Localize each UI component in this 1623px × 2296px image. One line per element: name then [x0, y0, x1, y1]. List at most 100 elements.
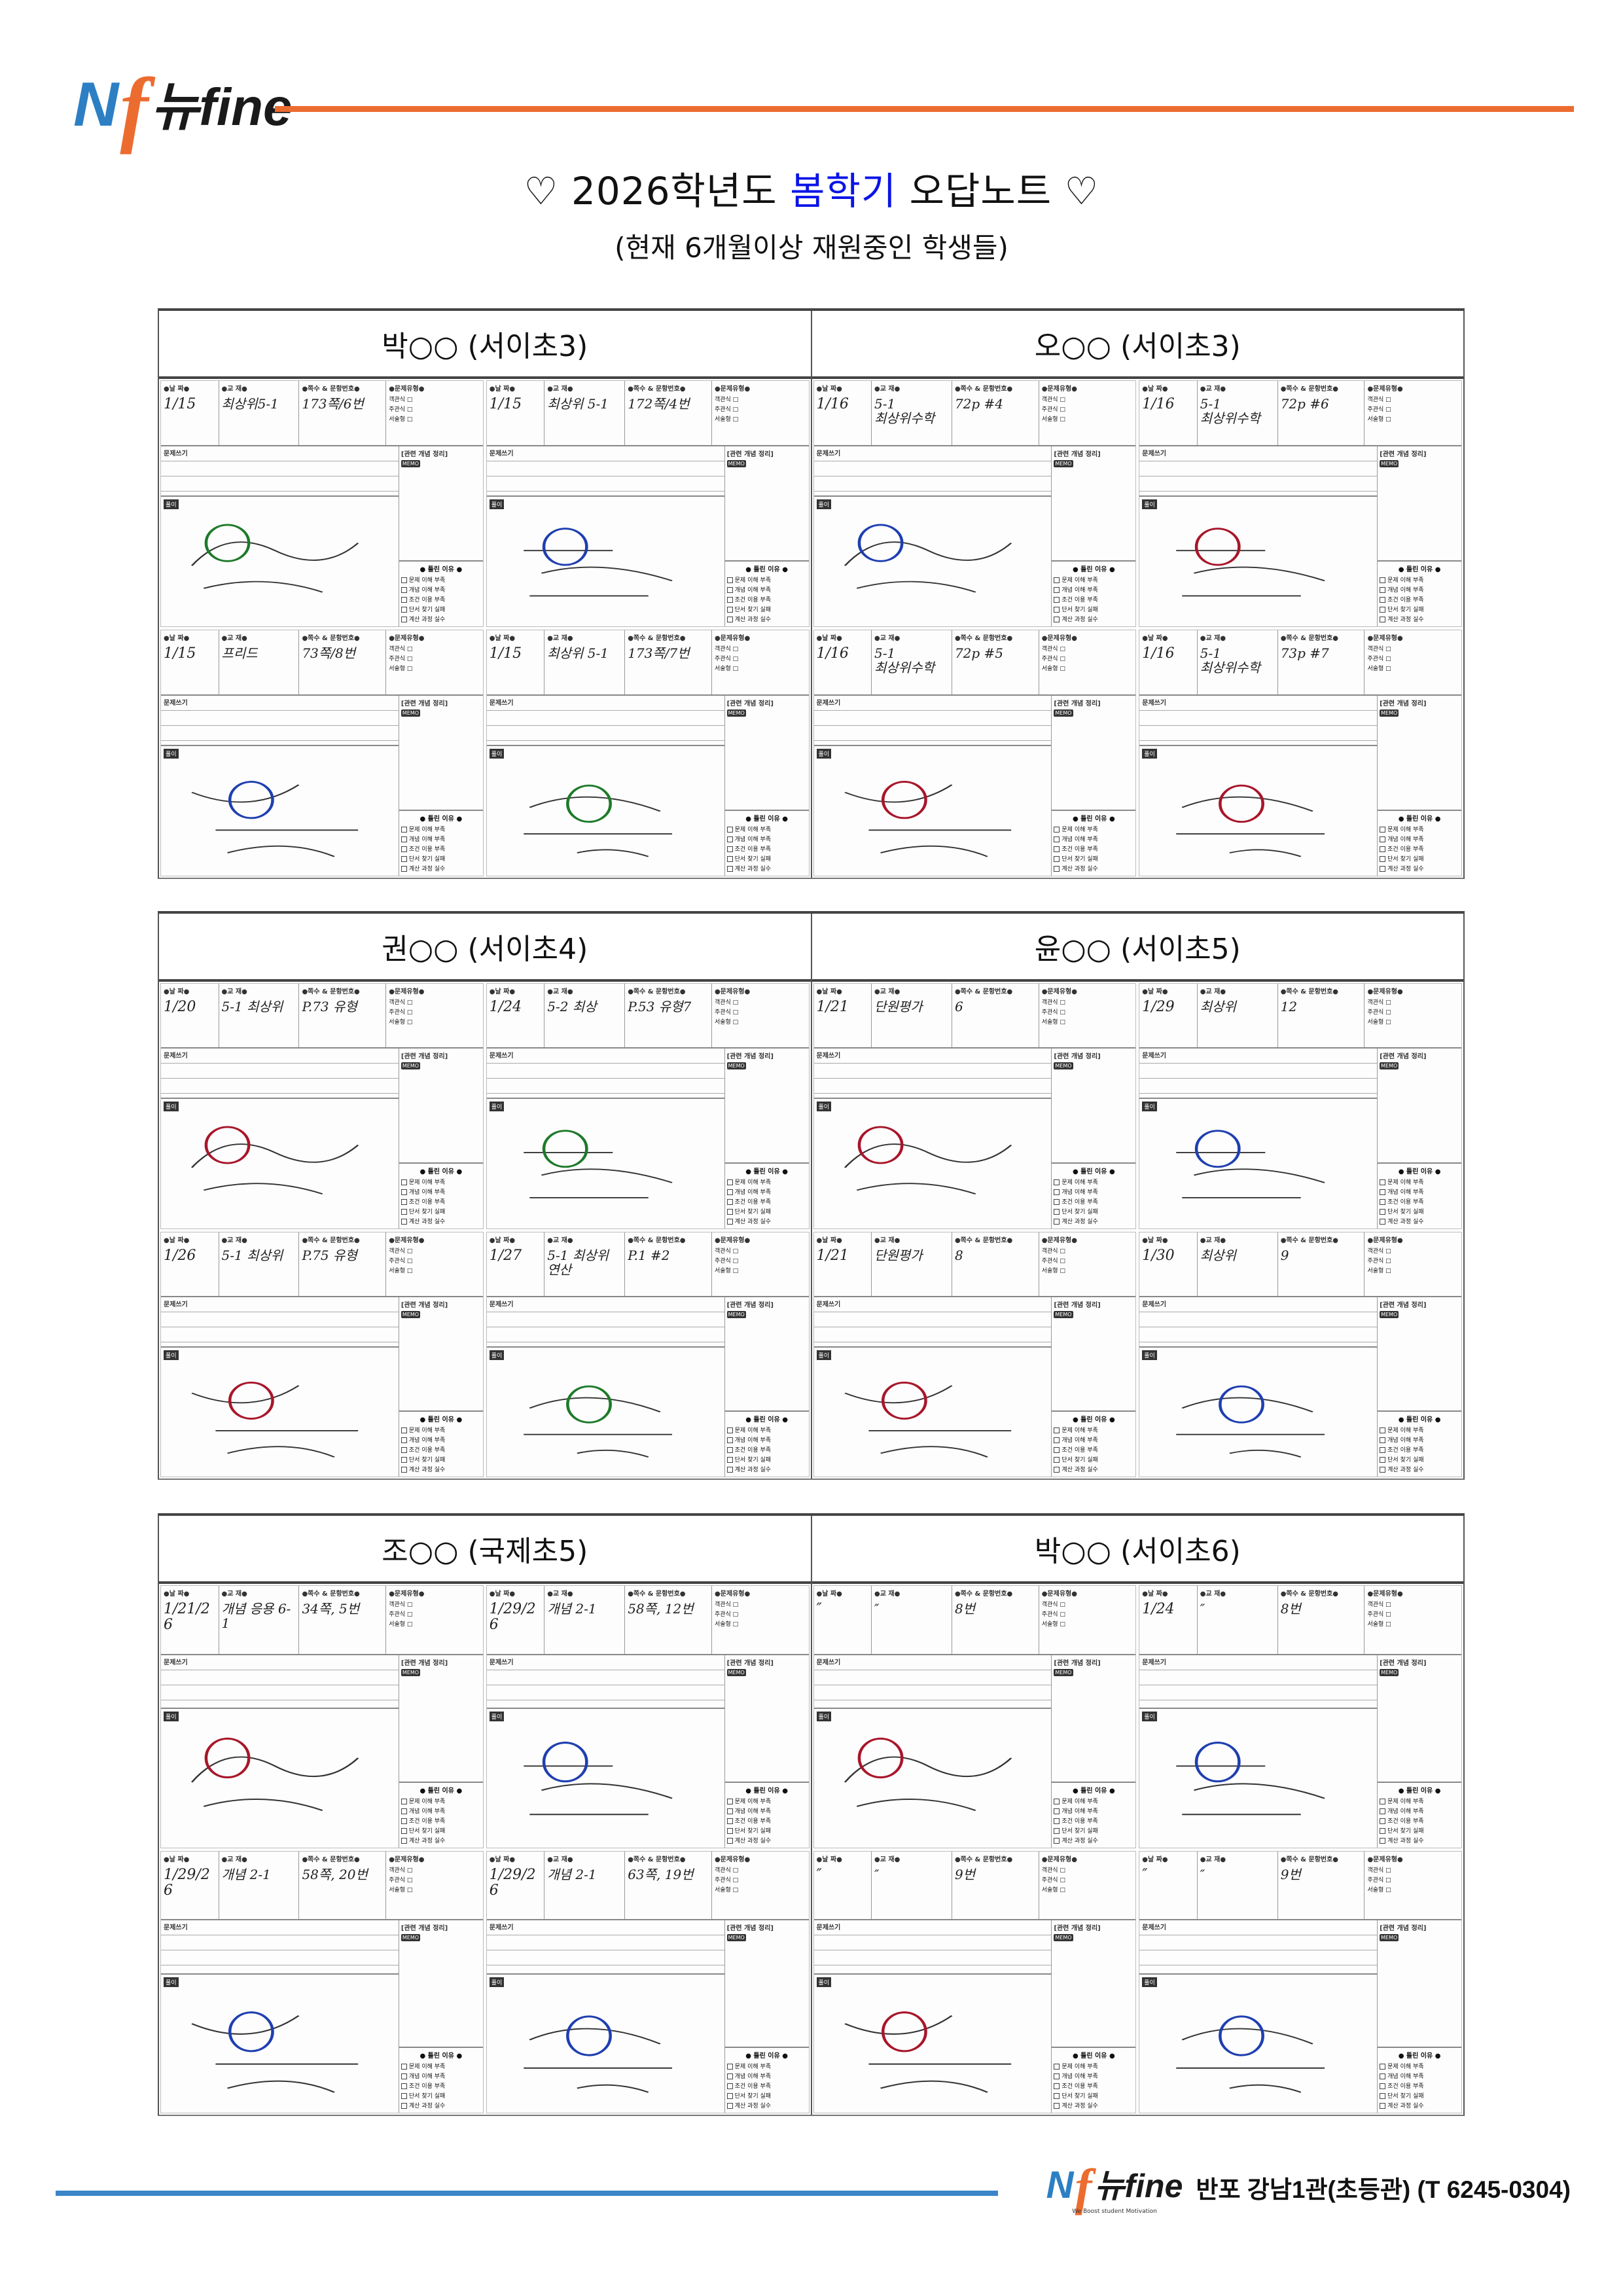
sheet-book: 5-1 최상위 — [221, 999, 283, 1014]
checkbox-icon — [401, 1208, 407, 1215]
type-objective: 객관식 □ — [389, 1602, 413, 1608]
page-label: ●쪽수 & 문항번호● — [628, 386, 686, 393]
checkbox-icon — [1380, 1437, 1386, 1443]
reason-checkbox: 조건 이용 부족 — [401, 2081, 481, 2090]
student-name: 오○○ (서이초3) — [812, 311, 1463, 379]
type-label: ●문제유형● — [1367, 386, 1403, 393]
solution-label: 풀이 — [1142, 1350, 1157, 1360]
wrong-answer-sheets: ●날 짜●″ ●교 재●″ ●쪽수 & 문항번호●8번 ●문제유형● 객관식 □… — [812, 1584, 1464, 2115]
reason-checkbox: 계산 과정 실수 — [1054, 1465, 1133, 1473]
wrong-answer-sheets: ●날 짜●1/16 ●교 재●5-1 최상위수학 ●쪽수 & 문항번호●72p … — [812, 379, 1464, 878]
question-label: 문제쓰기 — [164, 1300, 188, 1308]
reason-title: ● 틀린 이유 ● — [745, 816, 788, 823]
solution-label: 풀이 — [164, 1977, 179, 1987]
reason-label: 문제 이해 부족 — [734, 1798, 772, 1805]
solution-area: 풀이 — [814, 1348, 1052, 1477]
handwriting-scribble — [523, 527, 673, 597]
book-label: ●교 재● — [1200, 1590, 1226, 1598]
reason-label: 계산 과정 실수 — [408, 1837, 446, 1844]
checkbox-icon — [401, 1827, 407, 1834]
type-subjective: 주관식 □ — [1367, 406, 1391, 413]
wrong-answer-sheet: ●날 짜●1/21/26 ●교 재●개념 응용 6-1 ●쪽수 & 문항번호●3… — [160, 1585, 484, 1848]
type-descriptive: 서술형 □ — [389, 1267, 413, 1274]
sheet-date: 1/29/26 — [489, 1601, 536, 1634]
checkbox-icon — [1054, 577, 1060, 583]
wrong-answer-sheet: ●날 짜●1/16 ●교 재●5-1 최상위수학 ●쪽수 & 문항번호●72p … — [1139, 380, 1462, 627]
solution-area: 풀이 — [487, 1348, 724, 1477]
reason-checkbox: 계산 과정 실수 — [1380, 864, 1459, 872]
sheet-page: 172쪽/4번 — [628, 396, 690, 412]
page-label: ●쪽수 & 문항번호● — [1280, 1590, 1339, 1598]
reason-checkbox: 단서 찾기 실패 — [1380, 605, 1459, 613]
page-label: ●쪽수 & 문항번호● — [302, 1590, 360, 1598]
checkbox-icon — [401, 1808, 407, 1814]
checkbox-icon — [726, 1179, 733, 1185]
wrong-answer-sheets: ●날 짜●1/15 ●교 재●최상위5-1 ●쪽수 & 문항번호●173쪽/6번… — [159, 379, 811, 878]
sheet-header: ●날 짜●1/16 ●교 재●5-1 최상위수학 ●쪽수 & 문항번호●72p … — [813, 630, 1136, 696]
solution-area: 풀이 — [487, 746, 724, 876]
book-label: ●교 재● — [1200, 1856, 1226, 1863]
wrong-answer-sheet: ●날 짜●1/20 ●교 재●5-1 최상위 ●쪽수 & 문항번호●P.73 유… — [160, 983, 484, 1229]
reason-checkbox: 개념 이해 부족 — [1380, 834, 1459, 843]
reason-checkbox: 단서 찾기 실패 — [726, 1826, 807, 1835]
type-objective: 객관식 □ — [1041, 999, 1065, 1006]
solution-label: 풀이 — [816, 1350, 832, 1360]
sheet-header: ●날 짜●1/15 ●교 재●프리드 ●쪽수 & 문항번호●73쪽/8번 ●문제… — [161, 630, 483, 696]
reason-checkbox: 단서 찾기 실패 — [401, 1455, 481, 1463]
memo-badge: MEMO — [401, 1934, 421, 1942]
page-label: ●쪽수 & 문항번호● — [302, 386, 360, 393]
reason-label: 계산 과정 실수 — [1061, 866, 1098, 872]
type-subjective: 주관식 □ — [389, 1009, 413, 1016]
solution-label: 풀이 — [1142, 499, 1157, 510]
concept-label: [관련 개념 정리] — [401, 1301, 448, 1309]
question-type-options: 객관식 □ 주관식 □ 서술형 □ — [1367, 395, 1459, 423]
sheet-book: 최상위5-1 — [221, 396, 279, 412]
wrong-answer-sheet: ●날 짜●1/21 ●교 재●단원평가 ●쪽수 & 문항번호●8 ●문제유형● … — [813, 1231, 1137, 1477]
sheet-date: 1/30 — [1142, 1247, 1175, 1264]
reason-checkbox: 계산 과정 실수 — [401, 1836, 481, 1844]
handwriting-scribble — [190, 524, 359, 593]
grading-circle-mark — [857, 1738, 904, 1779]
wrong-answer-sheet: ●날 짜●1/26 ●교 재●5-1 최상위 ●쪽수 & 문항번호●P.75 유… — [160, 1231, 484, 1477]
question-type-options: 객관식 □ 주관식 □ 서술형 □ — [389, 1600, 480, 1628]
solution-area: 풀이 — [1139, 497, 1377, 626]
checkbox-icon — [1054, 827, 1060, 833]
wrong-answer-sheet: ●날 짜●1/15 ●교 재●최상위 5-1 ●쪽수 & 문항번호●173쪽/7… — [486, 630, 810, 876]
reason-checkbox: 계산 과정 실수 — [726, 1465, 807, 1473]
date-label: ●날 짜● — [164, 988, 190, 996]
sheet-date: 1/21 — [816, 1247, 849, 1264]
sheet-date: 1/20 — [164, 999, 196, 1015]
sheet-date: 1/15 — [164, 645, 196, 662]
question-area: 문제쓰기 — [813, 1920, 1052, 1975]
sheet-book: ″ — [1200, 1601, 1205, 1617]
concept-area: [관련 개념 정리]MEMO — [1378, 1297, 1461, 1410]
reason-label: 문제 이해 부족 — [408, 577, 446, 584]
type-subjective: 주관식 □ — [1367, 1611, 1391, 1618]
handwriting-scribble — [191, 780, 359, 857]
book-label: ●교 재● — [874, 1856, 901, 1863]
checkbox-icon — [401, 1467, 407, 1473]
sheet-book: 5-1 최상위 연산 — [547, 1247, 609, 1278]
sheet-date: 1/16 — [816, 396, 849, 412]
reason-label: 개념 이해 부족 — [734, 1189, 772, 1196]
concept-area: [관련 개념 정리]MEMO — [1052, 696, 1135, 810]
reason-label: 문제 이해 부족 — [1061, 1179, 1098, 1186]
question-label: 문제쓰기 — [1142, 1924, 1167, 1932]
sheet-header: ●날 짜●1/29/26 ●교 재●개념 2-1 ●쪽수 & 문항번호●58쪽,… — [486, 1586, 809, 1655]
type-subjective: 주관식 □ — [1367, 1009, 1391, 1016]
concept-area: [관련 개념 정리]MEMO — [1378, 1049, 1461, 1162]
reason-checkbox: 계산 과정 실수 — [401, 615, 481, 623]
solution-label: 풀이 — [489, 499, 505, 510]
date-label: ●날 짜● — [1142, 386, 1168, 393]
page-label: ●쪽수 & 문항번호● — [1280, 1856, 1339, 1863]
title-accent: 봄학기 — [790, 169, 897, 213]
solution-label: 풀이 — [164, 1350, 179, 1360]
reason-checkbox: 계산 과정 실수 — [726, 1217, 807, 1225]
footer: N f 뉴fine We Boost student Motivation 반포… — [1046, 2160, 1571, 2215]
reason-checkbox: 문제 이해 부족 — [401, 575, 481, 584]
type-label: ●문제유형● — [1041, 1590, 1077, 1598]
sheet-page: 72p #4 — [954, 396, 1004, 412]
